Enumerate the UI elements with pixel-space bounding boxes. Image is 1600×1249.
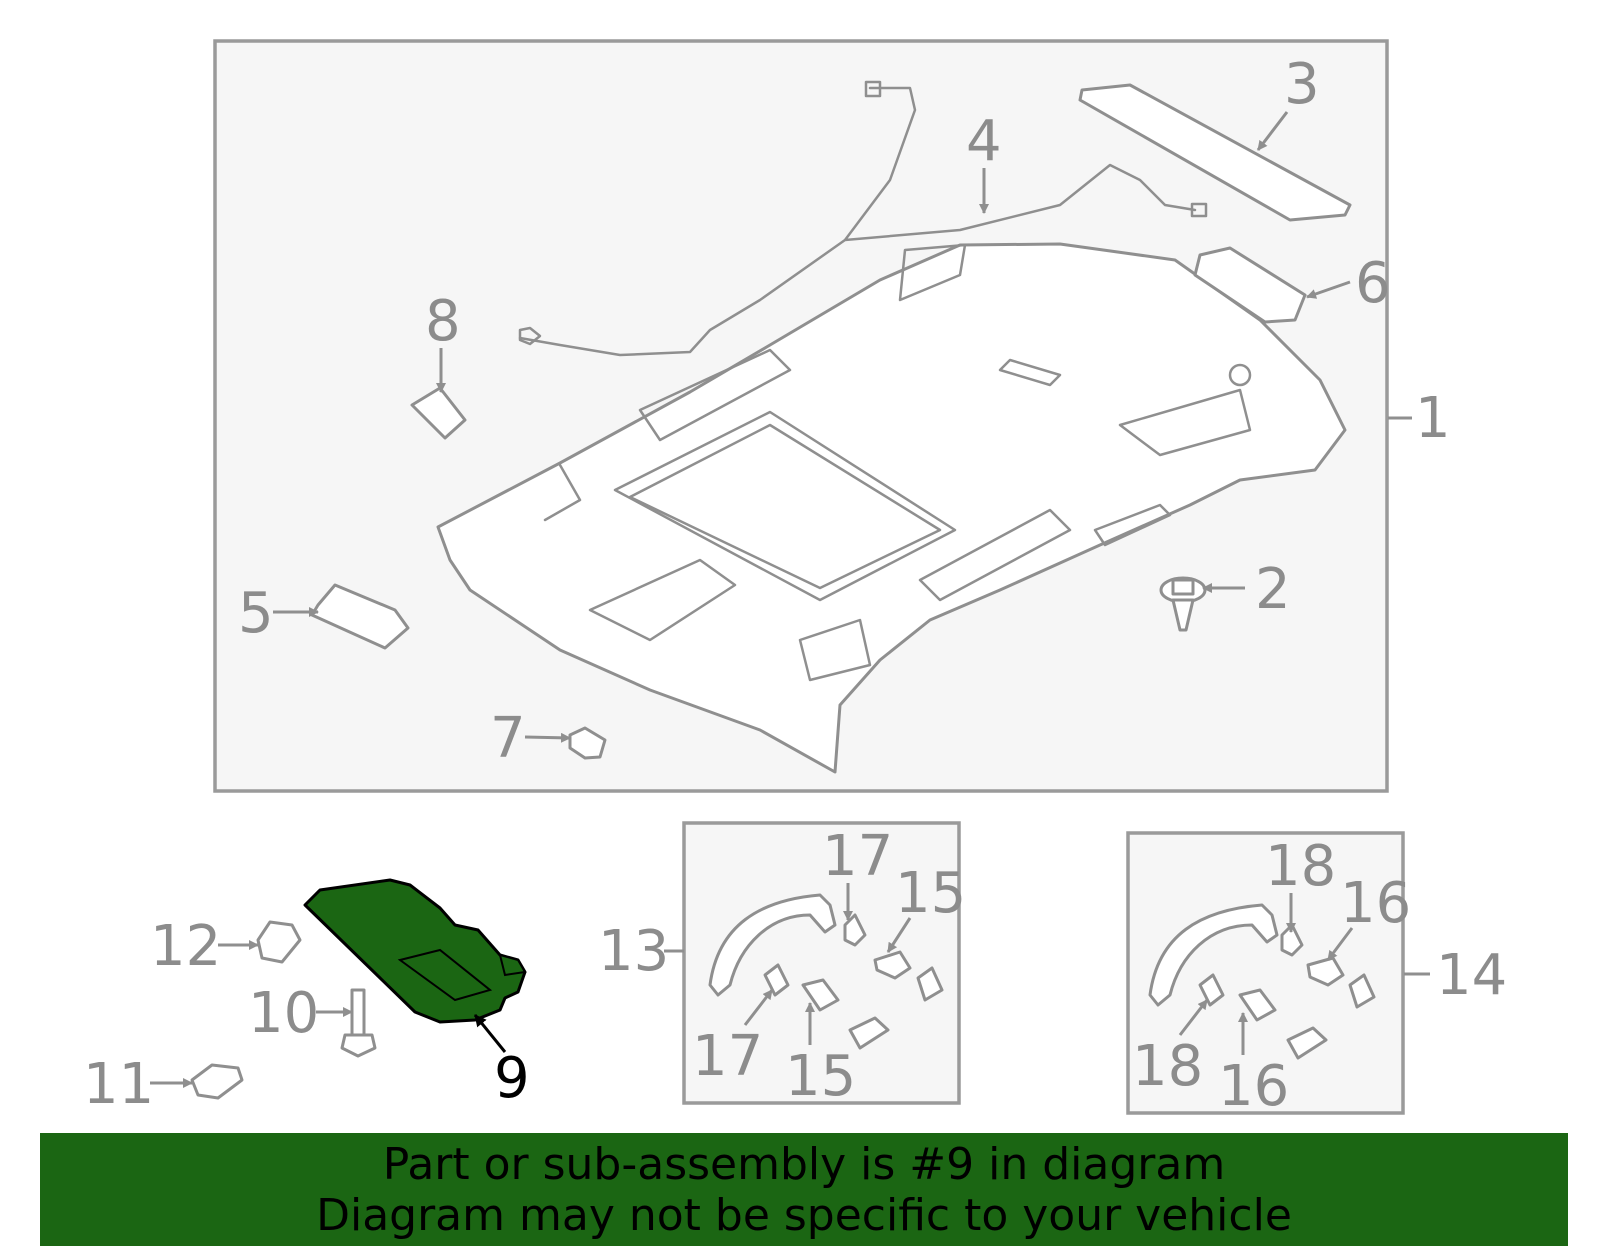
clip-part-11[interactable] [190,1063,244,1100]
callout-8: 8 [425,289,461,354]
callout-13: 13 [598,919,669,984]
callout-10: 10 [248,981,319,1046]
callout-18a: 18 [1265,834,1336,899]
callout-17b: 17 [692,1024,763,1089]
clip-part-12[interactable] [256,920,302,964]
wire-harness-part[interactable] [518,86,1197,357]
grab-handle-14[interactable] [1148,903,1279,1007]
callout-17a: 17 [822,824,893,889]
callout-4: 4 [966,109,1002,174]
callout-15a: 15 [895,861,966,926]
screw-part-10[interactable] [340,988,377,1058]
info-banner: Part or sub-assembly is #9 in diagram Di… [40,1133,1568,1246]
sun-visor-part-9[interactable] [303,878,527,1024]
callout-14: 14 [1436,943,1507,1008]
clip-part-7[interactable] [568,726,607,760]
callout-9: 9 [494,1046,530,1111]
push-clip-part-2[interactable] [1159,576,1207,632]
headliner-part[interactable] [436,242,1347,774]
callout-6: 6 [1355,251,1391,316]
callout-15b: 15 [785,1044,856,1109]
callout-18b: 18 [1132,1034,1203,1099]
callout-3: 3 [1284,52,1320,117]
banner-line-1: Part or sub-assembly is #9 in diagram [382,1138,1226,1190]
trim-strip-part[interactable] [1078,83,1352,222]
module-part[interactable] [1193,246,1307,324]
callout-11: 11 [83,1052,154,1117]
banner-line-2: Diagram may not be specific to your vehi… [316,1189,1292,1241]
callout-2: 2 [1255,557,1291,622]
callout-5: 5 [238,581,274,646]
clip-part-8[interactable] [410,386,467,440]
grab-handle-13[interactable] [708,893,837,997]
callout-16b: 16 [1218,1054,1289,1119]
callout-12: 12 [150,914,221,979]
callout-7: 7 [490,706,526,771]
callout-16a: 16 [1340,871,1411,936]
callout-1: 1 [1415,386,1451,451]
